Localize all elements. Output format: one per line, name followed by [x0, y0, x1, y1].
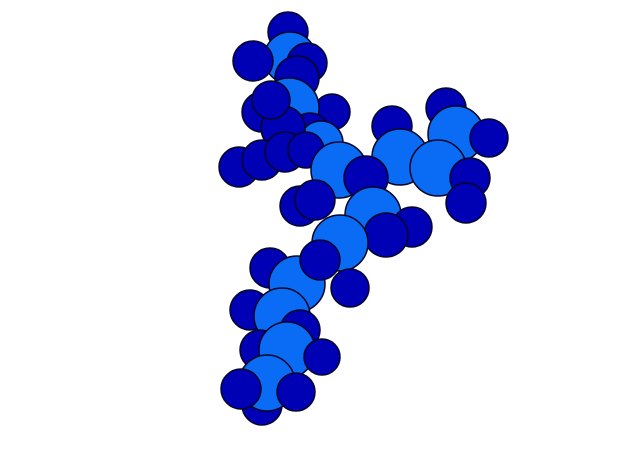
hydrogen-atom [251, 80, 291, 120]
hydrogen-atom [363, 212, 409, 258]
hydrogen-atom [303, 338, 341, 376]
hydrogen-atom [330, 268, 370, 308]
hydrogen-atom [232, 40, 274, 82]
hydrogen-atom [299, 239, 341, 281]
hydrogen-atom [220, 368, 262, 410]
hydrogen-atom [294, 179, 336, 221]
hydrogen-atom [276, 372, 316, 412]
hydrogen-atom [469, 118, 509, 158]
hydrogen-atom [445, 182, 487, 224]
